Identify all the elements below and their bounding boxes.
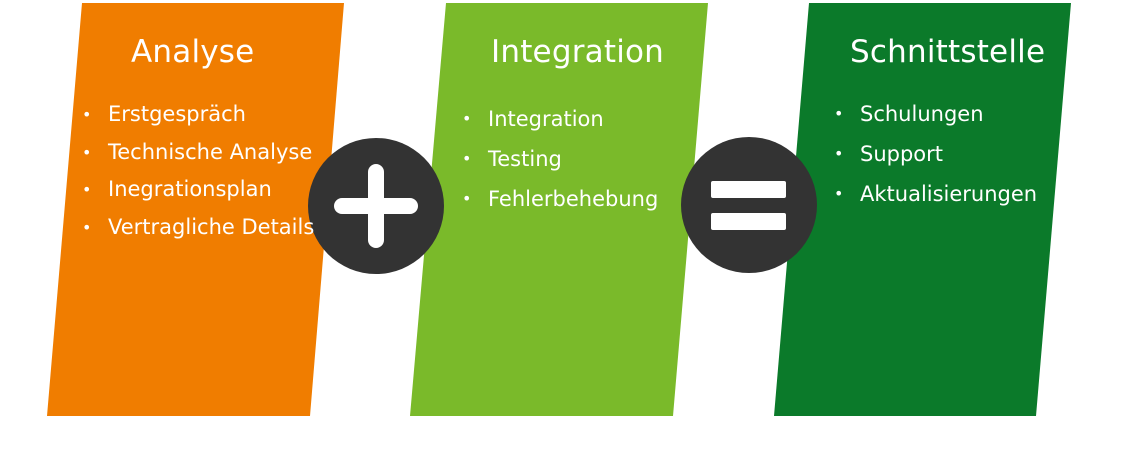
equals-circle bbox=[681, 137, 817, 273]
plus-icon bbox=[308, 138, 444, 274]
analyse-panel-shape bbox=[47, 3, 344, 416]
equals-icon bbox=[681, 137, 817, 273]
schnittstelle-panel-shape bbox=[774, 3, 1071, 416]
plus-vertical-bar bbox=[368, 164, 384, 248]
integration-panel-shape bbox=[410, 3, 708, 416]
equals-top-bar bbox=[711, 181, 786, 198]
equals-bottom-bar bbox=[711, 213, 786, 230]
